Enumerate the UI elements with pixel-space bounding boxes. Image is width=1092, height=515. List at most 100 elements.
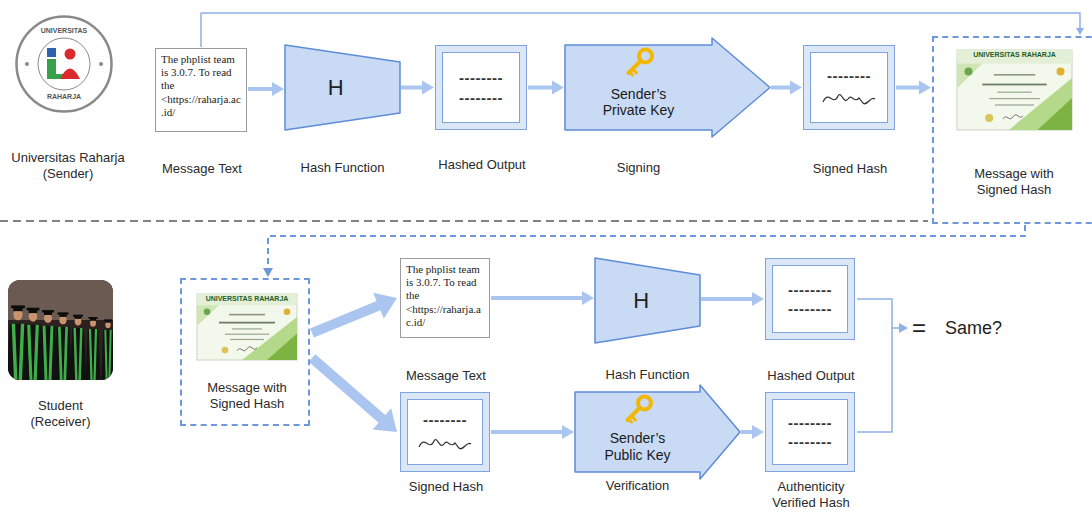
arrowhead: [422, 81, 434, 95]
certificate-emblem: [284, 309, 291, 316]
key-tooth: [632, 416, 636, 420]
text-holder: Sender’s Private Key: [565, 77, 712, 127]
message-text-box: The phplist team is 3.0.7. To read the <…: [400, 258, 490, 338]
certificate-header: UNIVERSITAS RAHARJA: [197, 295, 297, 303]
certificate-wave: [1038, 98, 1073, 130]
signature-stroke: [419, 439, 471, 448]
text-holder: Message with Signed Hash: [964, 166, 1064, 197]
sash: [59, 327, 66, 380]
photo-wall: [8, 280, 113, 320]
hash-output-box: ----------------Authenticity Verified Ha…: [765, 392, 855, 472]
certificate-box: Message with Signed Hash: [932, 36, 1092, 224]
certificate-paper: [197, 294, 297, 360]
arrow-connector: [312, 293, 397, 333]
certificate-line: [989, 98, 1040, 99]
certificate-wave: [1009, 78, 1072, 130]
signed-hash-box: --------Signed Hash: [803, 45, 895, 130]
certificate-line: [997, 92, 1032, 93]
photo-content: [8, 280, 113, 380]
cap-crown: [105, 321, 110, 323]
cap-crown: [29, 310, 38, 313]
hash-output-box: ----------------Hashed Output: [765, 258, 855, 340]
dash-text: --------: [788, 299, 832, 319]
arrowhead: [272, 82, 284, 96]
text-holder: H: [285, 45, 400, 130]
certificate-signature: [237, 347, 257, 351]
logo-inner: [38, 38, 90, 90]
receiver-photo: Student (Receiver): [8, 280, 113, 380]
logo-text: RAHARJA: [34, 93, 94, 101]
text-holder: ----------------: [772, 399, 848, 465]
logo-head: [65, 49, 76, 60]
signature-scribble: [821, 87, 877, 109]
caption-text: Message Text: [391, 368, 501, 384]
arrow-connector: [312, 358, 397, 432]
trapezoid: [285, 45, 400, 130]
gown: [101, 330, 113, 380]
key-icon: [629, 50, 653, 76]
caption-text: Signing: [584, 160, 694, 176]
text-holder: Sender’s Public Key: [575, 424, 700, 469]
caption-text: Signed Hash: [391, 479, 501, 495]
sash: [75, 328, 82, 380]
box-text: The phplist team is 3.0.7. To read the <…: [406, 263, 484, 329]
cap-crown: [44, 312, 52, 315]
sash: [44, 326, 52, 380]
face: [90, 319, 96, 327]
caption-text: Authenticity Verified Hash: [761, 479, 861, 510]
trapezoid: [595, 258, 700, 343]
caption-text: Message with Signed Hash: [964, 166, 1064, 197]
dash-text: --------: [788, 280, 832, 300]
arrowhead: [790, 81, 802, 95]
caption-text: Hash Function: [288, 160, 398, 176]
certificate-seal: [222, 347, 229, 354]
cap-crown: [90, 319, 96, 321]
dash-text: --------: [788, 432, 832, 452]
text-holder: --------: [810, 52, 888, 123]
arrow-connector: [741, 425, 764, 439]
signature-stroke: [823, 95, 875, 104]
gown: [70, 328, 87, 380]
logo-ring: [17, 17, 112, 112]
certificate-picture: [957, 50, 1072, 130]
connector-line: [701, 297, 757, 301]
text-holder: The phplist team is 3.0.7. To read the <…: [156, 49, 246, 131]
face: [75, 317, 82, 325]
gown: [86, 329, 101, 380]
certificate-line: [232, 328, 262, 329]
arrow-connector: [248, 82, 284, 96]
arrowhead: [919, 81, 931, 95]
sash: [90, 329, 96, 380]
arrowhead: [562, 425, 574, 439]
arrowhead: [373, 293, 397, 319]
box-text: Sender’s Public Key: [593, 430, 683, 462]
certificate-line: [219, 322, 275, 324]
arrowhead: [263, 268, 273, 277]
key-arrow-box: Sender’s Private KeySigning: [565, 45, 770, 130]
text-holder: ----------------: [442, 52, 520, 123]
logo-body: [60, 69, 80, 80]
cap-crown: [13, 308, 22, 311]
arrowhead: [582, 291, 594, 305]
arrow-connector: [491, 291, 594, 305]
box-text: The phplist team is 3.0.7. To read the <…: [161, 53, 241, 119]
certificate-emblem: [1057, 68, 1065, 76]
compare-arrowhead: [899, 323, 908, 333]
certificate-seal: [985, 114, 993, 122]
caption-text: Signed Hash: [795, 161, 905, 177]
arrowhead: [1076, 28, 1084, 35]
signature-scribble: [417, 432, 473, 454]
certificate-line: [994, 74, 1035, 76]
text-holder: The phplist team is 3.0.7. To read the <…: [401, 259, 489, 337]
logo-dot: [99, 62, 103, 66]
gown: [8, 324, 30, 380]
certificate-wave: [242, 317, 297, 360]
caption-text: Universitas Raharja (Sender): [5, 150, 131, 181]
cap-crown: [59, 314, 66, 317]
text-holder: H: [595, 258, 700, 343]
text-holder: Message with Signed Hash: [197, 380, 297, 411]
connector-line: [201, 13, 1080, 47]
graduates-photo: [8, 280, 113, 380]
dash-text: --------: [423, 410, 467, 430]
